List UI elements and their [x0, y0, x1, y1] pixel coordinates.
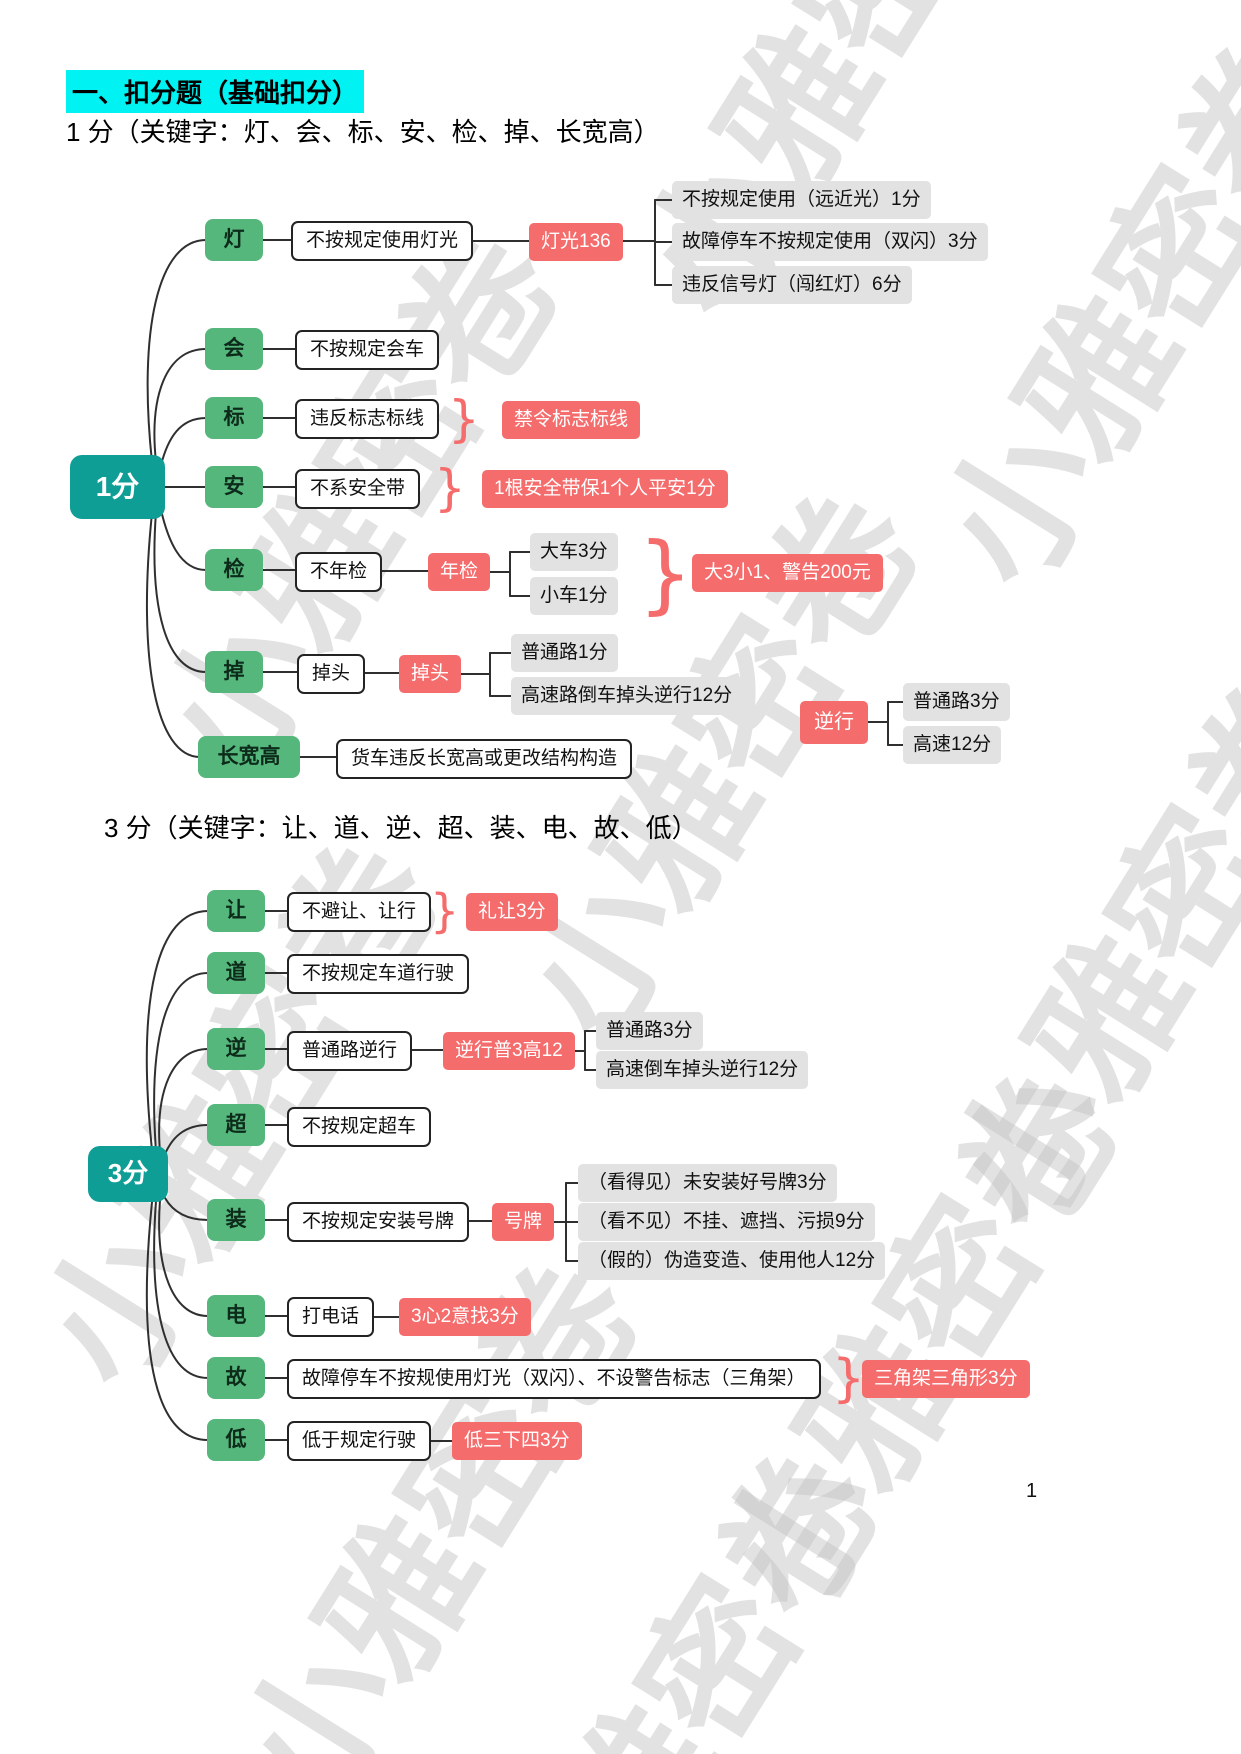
map1-jian-leaf: 大车3分 [530, 533, 618, 571]
map2-chao-detail: 不按规定超车 [287, 1107, 432, 1147]
map1-keyword-biao: 标 [205, 397, 263, 439]
map2-ni-tag: 逆行普3高12 [443, 1032, 575, 1070]
map2-keyword-di: 低 [207, 1419, 265, 1461]
map1-jian-detail: 不年检 [295, 552, 383, 592]
map2-zhuang-leaf: （假的）伪造变造、使用他人12分 [578, 1242, 886, 1280]
map1-deng-detail: 不按规定使用灯光 [291, 221, 474, 261]
map2-ni-leaf: 高速倒车掉头逆行12分 [596, 1051, 809, 1089]
page-title: 一、扣分题（基础扣分） [66, 70, 365, 113]
map2-keyword-zhuang: 装 [207, 1199, 265, 1241]
page-number: 1 [1026, 1480, 1038, 1502]
map2-keyword-gu: 故 [207, 1357, 265, 1399]
map2-dian-note: 3心2意找3分 [399, 1298, 531, 1336]
red-brace: } [448, 390, 480, 448]
map2-gu-note: 三角架三角形3分 [862, 1360, 1030, 1398]
map1-nixing-tag: 逆行 [800, 701, 868, 744]
map1-an-detail: 不系安全带 [295, 469, 421, 509]
map2-di-note: 低三下四3分 [452, 1422, 582, 1460]
subtitle-1point: 1 分（关键字：灯、会、标、安、检、掉、长宽高） [66, 117, 660, 147]
map1-jian-leaf: 小车1分 [530, 577, 618, 615]
map2-keyword-dao: 道 [207, 952, 265, 994]
map1-biao-note: 禁令标志标线 [502, 401, 641, 439]
map1-deng-tag: 灯光136 [529, 223, 623, 261]
map1-deng-leaf: 违反信号灯（闯红灯）6分 [672, 266, 912, 304]
map1-diao-leaf: 高速路倒车掉头逆行12分 [511, 677, 743, 715]
red-brace: } [430, 884, 460, 938]
map1-an-note: 1根安全带保1个人平安1分 [482, 470, 728, 508]
map1-keyword-an: 安 [205, 466, 263, 508]
map2-ni-leaf: 普通路3分 [596, 1012, 703, 1050]
red-brace: } [434, 459, 466, 517]
map1-biao-detail: 违反标志标线 [295, 399, 440, 439]
map1-keyword-deng: 灯 [205, 219, 263, 261]
map1-nixing-leaf: 高速12分 [903, 726, 1002, 764]
map1-keyword-jian: 检 [205, 549, 263, 591]
map1-hui-detail: 不按规定会车 [295, 330, 440, 370]
map1-deng-leaf: 故障停车不按规定使用（双闪）3分 [672, 223, 988, 261]
red-brace: } [832, 1349, 866, 1409]
map2-zhuang-tag: 号牌 [492, 1203, 555, 1241]
map1-nixing-leaf: 普通路3分 [903, 683, 1010, 721]
map1-root: 1分 [70, 455, 165, 519]
map2-dao-detail: 不按规定车道行驶 [287, 954, 470, 994]
subtitle-3point: 3 分（关键字：让、道、逆、超、装、电、故、低） [104, 813, 698, 843]
map1-keyword-hui: 会 [205, 328, 263, 370]
map1-diao-leaf: 普通路1分 [511, 634, 618, 672]
map2-zhuang-leaf: （看得见）未安装好号牌3分 [578, 1164, 837, 1202]
map1-jian-tag: 年检 [428, 553, 491, 591]
map1-deng-leaf: 不按规定使用（远近光）1分 [672, 181, 931, 219]
map2-dian-detail: 打电话 [287, 1297, 375, 1337]
map1-keyword-ckg: 长宽高 [198, 736, 300, 778]
map2-ni-detail: 普通路逆行 [287, 1031, 413, 1071]
map1-diao-detail: 掉头 [297, 654, 366, 694]
map1-jian-note: 大3小1、警告200元 [692, 554, 883, 592]
map2-keyword-rang: 让 [207, 890, 265, 932]
map2-rang-note: 礼让3分 [466, 893, 558, 931]
map2-keyword-dian: 电 [207, 1295, 265, 1337]
map2-keyword-ni: 逆 [207, 1028, 265, 1070]
map2-zhuang-detail: 不按规定安装号牌 [287, 1202, 470, 1242]
map1-diao-tag: 掉头 [399, 655, 462, 693]
map2-rang-detail: 不避让、让行 [287, 892, 432, 932]
map2-root: 3分 [88, 1146, 168, 1202]
map2-zhuang-leaf: （看不见）不挂、遮挡、污损9分 [578, 1203, 875, 1241]
map2-keyword-chao: 超 [207, 1104, 265, 1146]
map2-di-detail: 低于规定行驶 [287, 1421, 432, 1461]
map2-gu-detail: 故障停车不按规使用灯光（双闪）、不设警告标志（三角架） [287, 1359, 821, 1399]
red-brace: } [638, 524, 693, 624]
map1-ckg-detail: 货车违反长宽高或更改结构构造 [336, 739, 633, 779]
map1-keyword-diao: 掉 [205, 651, 263, 693]
